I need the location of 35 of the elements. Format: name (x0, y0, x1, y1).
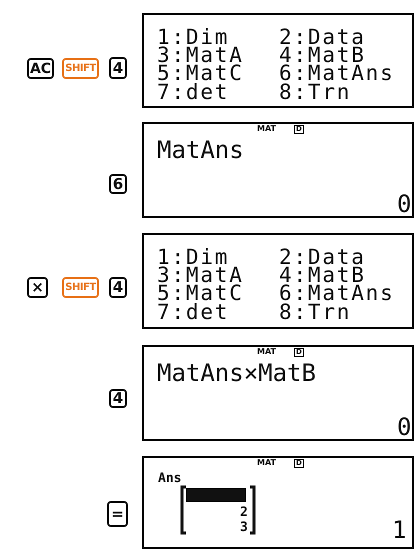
status-indicator: MAT (257, 459, 276, 467)
calculator-key: SHIFT (62, 58, 99, 79)
menu-item: 5:MatC (157, 63, 244, 84)
menu-item: 2:Data (279, 27, 366, 48)
menu-item: 2:Data (279, 247, 366, 268)
calculator-key: AC (27, 58, 54, 79)
menu-item: 6:MatAns (279, 283, 395, 304)
status-indicator: MAT (257, 125, 276, 133)
answer-label: Ans (158, 472, 182, 485)
result-value: 0 (397, 192, 412, 216)
matrix-element: 2 (240, 506, 248, 519)
menu-item: 7:det (157, 82, 230, 103)
calculator-key: SHIFT (62, 277, 99, 298)
calculator-key: 4 (109, 389, 127, 408)
calculator-screen (142, 456, 414, 549)
calculator-key: 4 (109, 57, 127, 79)
calculator-screen (142, 345, 414, 441)
calculator-key: = (107, 501, 128, 527)
menu-item: 5:MatC (157, 283, 244, 304)
menu-item: 8:Trn (279, 82, 352, 103)
input-expression: MatAns×MatB (157, 361, 316, 385)
matrix-element: 3 (240, 521, 248, 534)
result-value: 0 (397, 415, 412, 439)
calculator-screen (142, 233, 414, 329)
calculator-key: 6 (109, 174, 127, 194)
input-expression: MatAns (157, 138, 244, 162)
calculator-key: 4 (109, 277, 127, 298)
menu-item: 6:MatAns (279, 63, 395, 84)
calculator-screen (142, 13, 414, 108)
calculator-key: × (27, 277, 48, 298)
result-value: 1 (392, 518, 406, 542)
menu-item: 7:det (157, 302, 230, 323)
menu-item: 8:Trn (279, 302, 352, 323)
status-indicator: MAT (257, 348, 276, 356)
calculator-screen (142, 122, 414, 218)
